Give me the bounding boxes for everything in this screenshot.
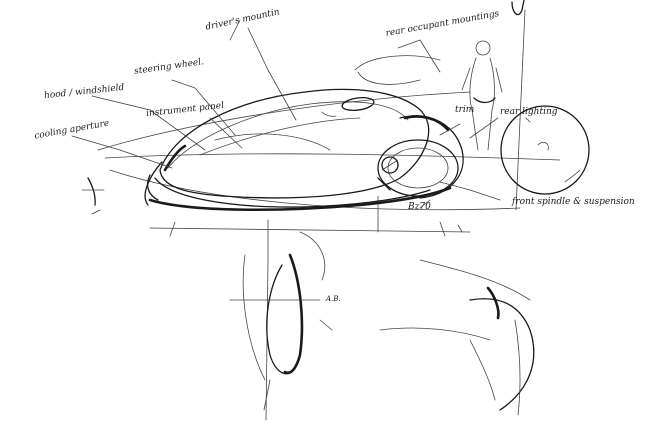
car-body: [144, 88, 452, 212]
leader-lines: [71, 27, 501, 209]
label-dimension-mark: Bz70: [408, 202, 431, 212]
label-small-mark: A.B.: [326, 295, 341, 303]
rear-wheel-fairing: [377, 115, 464, 199]
rear-occupant-sketch: [354, 55, 441, 85]
front-detail-sketch: [81, 177, 105, 215]
construction-lines: [97, 9, 561, 421]
section-sketch-left: [229, 231, 333, 411]
section-sketch-right: [379, 259, 535, 416]
label-rear-lighting: rear lighting: [500, 107, 558, 117]
label-front-spindle-suspension: front spindle & suspension: [512, 197, 635, 207]
top-hook: [511, 0, 525, 16]
label-trim: trim: [455, 105, 475, 115]
rear-lighting-detail: [500, 105, 590, 195]
figure-sketch: [461, 40, 503, 151]
